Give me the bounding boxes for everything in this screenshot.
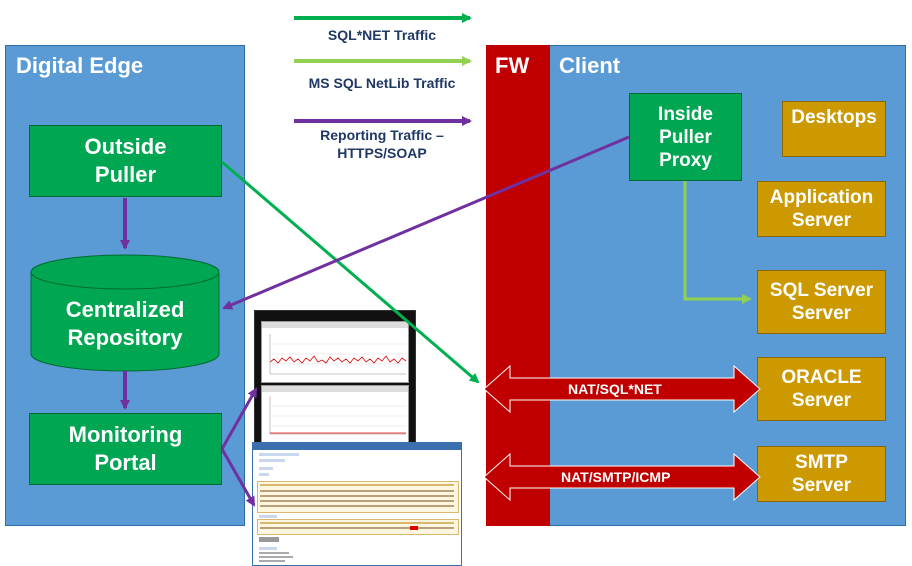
outside-puller-box: Outside Puller bbox=[29, 125, 222, 197]
portal-alerts-table bbox=[257, 481, 459, 513]
application-server-line2: Server bbox=[791, 210, 852, 231]
desktops-line1: Desktops bbox=[791, 107, 877, 128]
oracle-server-line2: Server bbox=[791, 390, 852, 411]
portal-menubar bbox=[253, 443, 461, 450]
sql-server-line2: Server bbox=[791, 303, 852, 324]
inside-puller-line1: Inside bbox=[658, 103, 713, 125]
oracle-server-line1: ORACLE bbox=[781, 367, 862, 388]
centralized-repository-cylinder bbox=[30, 254, 220, 372]
inside-puller-reporting-arrow bbox=[222, 135, 630, 310]
cpu-queue-chart-thumbnail bbox=[269, 396, 406, 435]
application-server-box: Application Server bbox=[757, 181, 886, 237]
firewall-bar bbox=[486, 45, 550, 526]
nat-smtp-label: NAT/SMTP/ICMP bbox=[561, 469, 671, 485]
portal-events-table bbox=[257, 519, 459, 535]
inside-puller-netlib-arrow bbox=[683, 181, 752, 304]
smtp-server-box: SMTP Server bbox=[757, 446, 886, 502]
monitoring-portal-line2: Portal bbox=[94, 450, 157, 475]
sql-server-line1: SQL Server bbox=[769, 280, 874, 301]
nat-sqlnet-label: NAT/SQL*NET bbox=[568, 381, 662, 397]
application-server-line1: Application bbox=[769, 187, 874, 208]
client-title: Client bbox=[559, 53, 621, 78]
repository-line2: Repository bbox=[67, 325, 183, 350]
portal-to-chart-screenshot-arrow bbox=[220, 387, 258, 450]
inside-puller-line3: Proxy bbox=[659, 149, 712, 171]
oracle-server-box: ORACLE Server bbox=[757, 357, 886, 421]
outside-puller-line1: Outside bbox=[84, 134, 167, 159]
legend-netlib-label: MS SQL NetLib Traffic bbox=[308, 75, 456, 91]
legend-reporting-label-line2: HTTPS/SOAP bbox=[337, 145, 427, 161]
firewall-label: FW bbox=[495, 53, 530, 78]
monitoring-portal-line1: Monitoring bbox=[68, 422, 183, 447]
nat-sqlnet-double-arrow bbox=[483, 364, 761, 414]
repository-line1: Centralized bbox=[65, 297, 185, 322]
smtp-server-line2: Server bbox=[791, 475, 852, 496]
cpu-chart-thumbnail bbox=[269, 334, 407, 375]
cpu-queue-chart-pane bbox=[261, 385, 409, 443]
inside-puller-line2: Puller bbox=[659, 126, 712, 148]
legend-sqlnet-label: SQL*NET Traffic bbox=[327, 27, 437, 43]
monitoring-portal-box: Monitoring Portal bbox=[29, 413, 222, 485]
monitoring-chart-screenshot bbox=[254, 310, 416, 446]
digital-edge-title: Digital Edge bbox=[16, 53, 144, 78]
nat-smtp-double-arrow bbox=[483, 452, 761, 502]
inside-puller-proxy-box: Inside Puller Proxy bbox=[629, 93, 742, 181]
sql-server-box: SQL Server Server bbox=[757, 270, 886, 334]
portal-to-portal-screenshot-arrow bbox=[220, 448, 256, 507]
smtp-server-line1: SMTP bbox=[795, 452, 848, 473]
outside-puller-sqlnet-arrow bbox=[221, 160, 480, 384]
legend-reporting-label-line1: Reporting Traffic – bbox=[320, 127, 444, 143]
cpu-chart-pane bbox=[261, 321, 409, 383]
outside-puller-line2: Puller bbox=[94, 162, 157, 187]
desktops-box: Desktops bbox=[782, 101, 886, 157]
repository-label: Centralized Repository bbox=[31, 292, 219, 356]
